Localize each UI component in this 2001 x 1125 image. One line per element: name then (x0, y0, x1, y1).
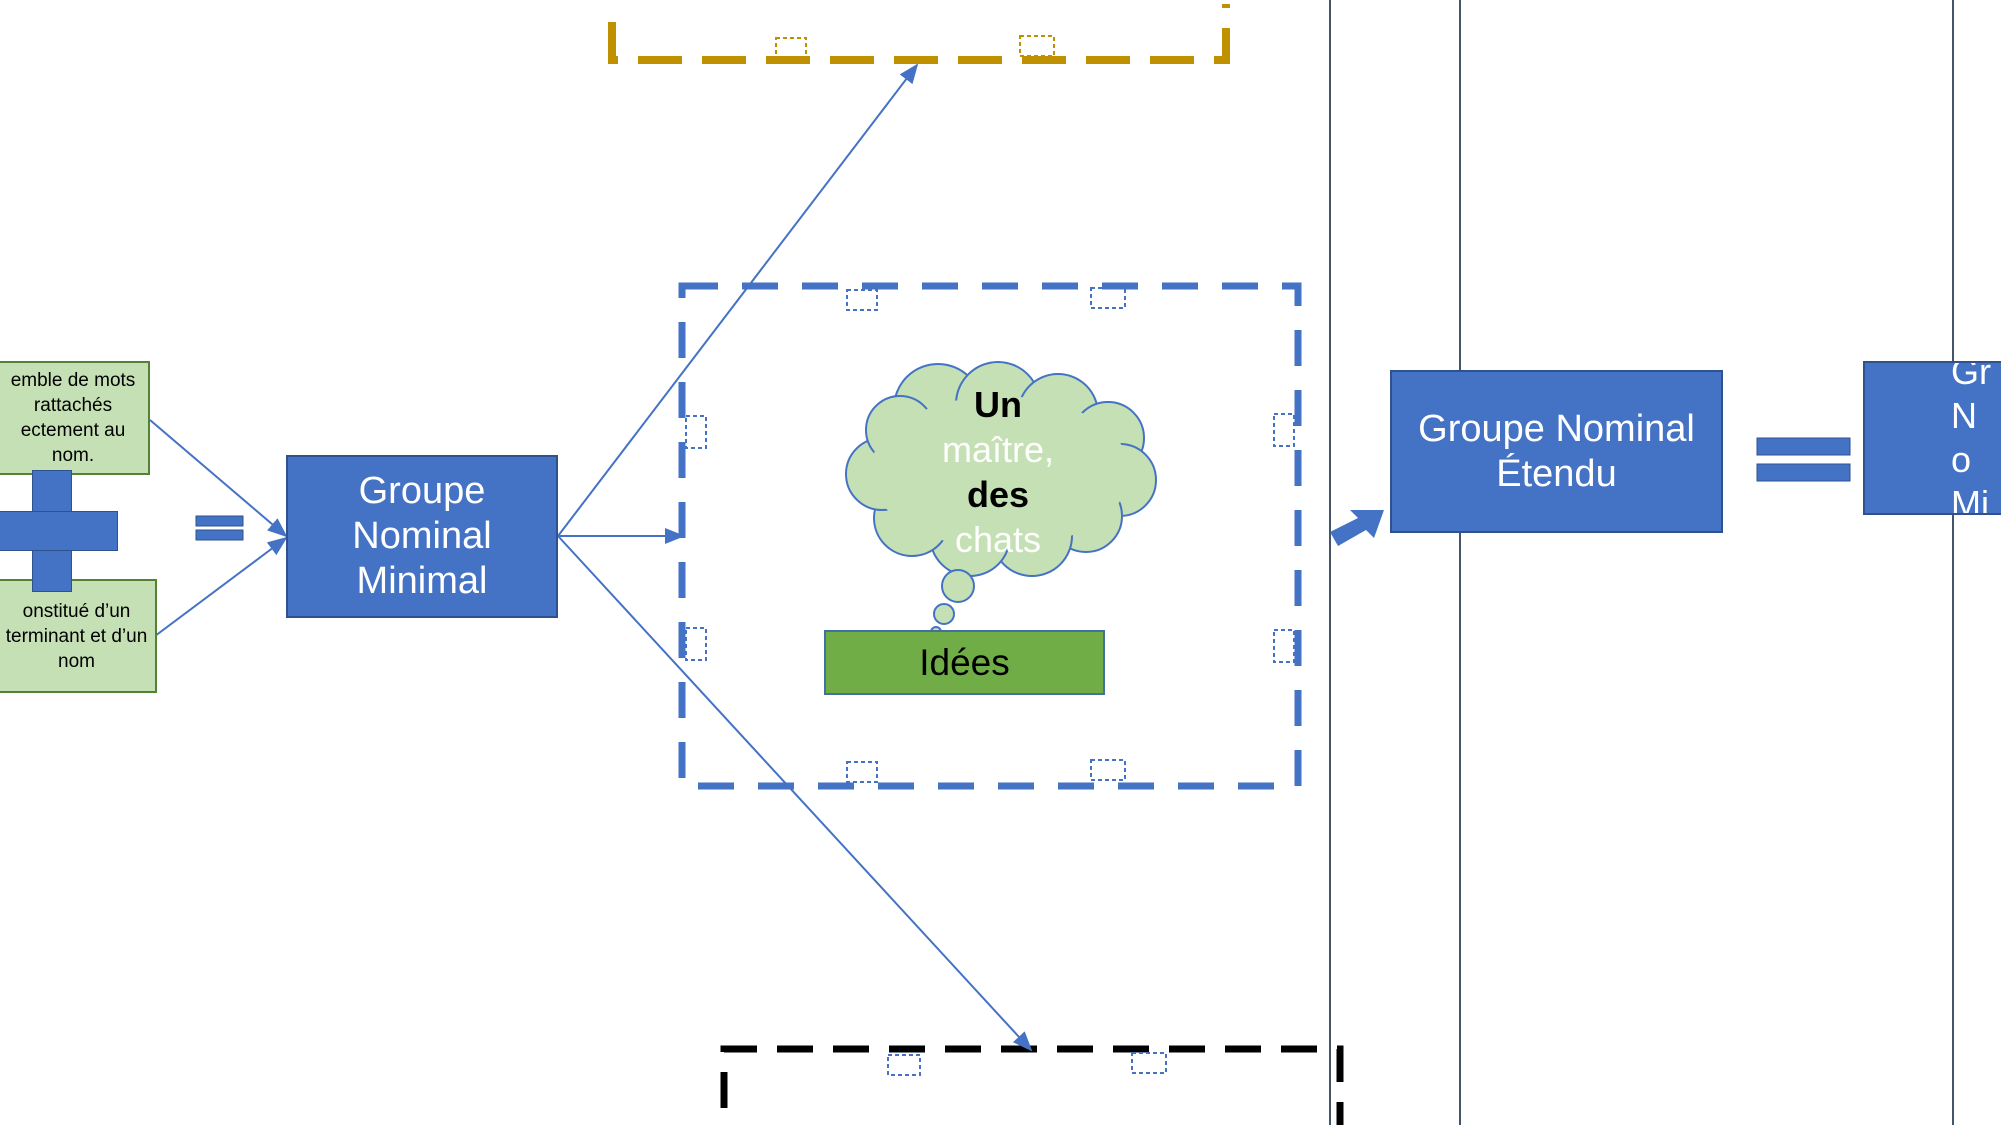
frame-handle (685, 415, 707, 449)
frame-handle (1273, 413, 1295, 447)
black-dashed-frame (720, 1045, 1344, 1125)
frame-handle (685, 627, 707, 661)
frame-handle (775, 37, 807, 59)
frame-handle (846, 289, 878, 311)
idees-label-box: Idées (824, 630, 1105, 695)
composition-note-text: onstitué d’un terminant et d’un nom (5, 600, 148, 672)
groupe-nominal-minimal-box: Groupe Nominal Minimal (286, 455, 558, 618)
groupe-nominal-etendu-label: Groupe Nominal Étendu (1418, 407, 1695, 495)
groupe-nominal-etendu-box: Groupe Nominal Étendu (1390, 370, 1723, 533)
frame-handle (1019, 35, 1055, 57)
definition-note: emble de mots rattachés ectement au nom. (0, 361, 150, 475)
cloud-word: des (966, 474, 1030, 515)
connector-arrow (154, 536, 288, 637)
frame-handle (1090, 287, 1126, 309)
groupe-nominal-clipped-box: Gr No Mi (1863, 361, 2001, 515)
idees-label: Idées (919, 641, 1010, 683)
groupe-nominal-minimal-label: Groupe Nominal Minimal (352, 470, 492, 602)
equals-sign (195, 515, 244, 541)
frame-handle (1090, 759, 1126, 781)
frame-handle (1131, 1052, 1167, 1074)
plus-sign (0, 511, 118, 551)
cloud-word: chats (954, 519, 1042, 560)
connector-arrow (149, 419, 288, 538)
gold-dashed-frame (608, 4, 1230, 64)
connector-arrow (557, 63, 919, 537)
definition-note-text: emble de mots rattachés ectement au nom. (10, 370, 136, 466)
frame-handle (846, 761, 878, 783)
cloud-word: maître, (941, 429, 1055, 470)
cloud-text: Un maître, des chats (918, 382, 1078, 562)
thick-arrow (1330, 510, 1384, 546)
connector-arrow (557, 535, 1033, 1052)
equals-sign (1756, 437, 1851, 482)
frame-handle (887, 1054, 921, 1076)
thought-cloud-body (870, 396, 1130, 548)
frame-handle (1273, 629, 1295, 663)
cloud-word: Un (974, 384, 1022, 425)
groupe-nominal-clipped-label: Gr No Mi (1951, 361, 1991, 515)
composition-note: onstitué d’un terminant et d’un nom (0, 579, 157, 693)
